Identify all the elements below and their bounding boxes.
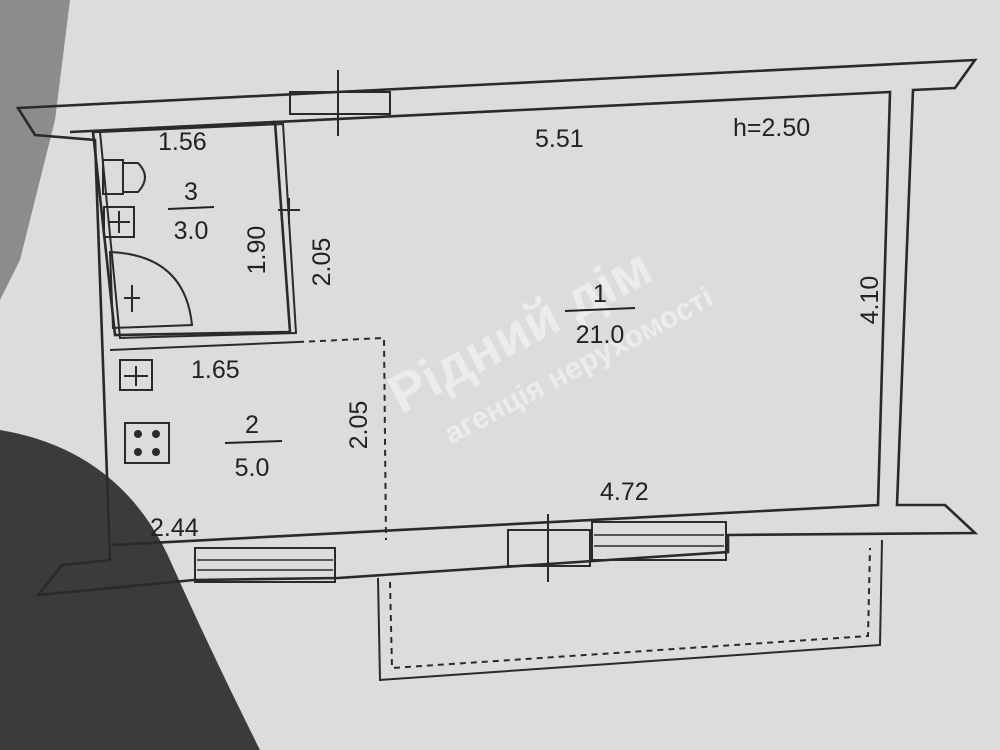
ceiling-height-label: h=2.50 [733,114,810,142]
room-2-number: 2 [245,411,259,439]
room-1-width-bottom-label: 4.72 [600,478,649,506]
sink-icon [103,206,135,238]
top-left-shadow [0,0,70,300]
openings [194,70,727,583]
room-2-depth-label: 2.05 [345,401,373,450]
outer-walls [15,58,979,597]
room-3-number: 3 [184,178,198,206]
dimension-labels: 5.51 h=2.50 1 21.0 4.10 4.72 1.56 3 3.0 … [150,114,884,542]
room-3-bathroom [91,120,300,340]
balcony [377,539,883,682]
kitchen-window [194,547,336,583]
entrance-door [289,91,391,115]
room-1-area: 21.0 [576,321,625,349]
room-3-depth-label: 1.90 [243,226,271,275]
room-window [591,521,727,561]
room-3-fraction-line [167,206,215,210]
room-3-width-label: 1.56 [158,128,207,156]
stove-icon [124,422,170,464]
room-1-depth-label: 4.10 [856,276,884,325]
room-1-width-top-label: 5.51 [535,125,584,153]
room-1-number: 1 [593,280,607,308]
room-2-kitchen [109,336,387,541]
toilet-bowl-icon [122,162,146,193]
room-2-width-bottom-label: 2.44 [150,514,199,542]
room-3-area: 3.0 [174,217,209,245]
kitchen-sink-icon [119,359,153,391]
room-2-fraction-line [224,440,283,444]
room-1-fraction-line [564,307,636,312]
room-2-width-top-label: 1.65 [191,356,240,384]
shower-tray-icon [108,250,194,330]
bottom-left-shadow [0,430,260,750]
room-2-area: 5.0 [235,454,270,482]
partition-depth-label: 2.05 [308,238,336,287]
